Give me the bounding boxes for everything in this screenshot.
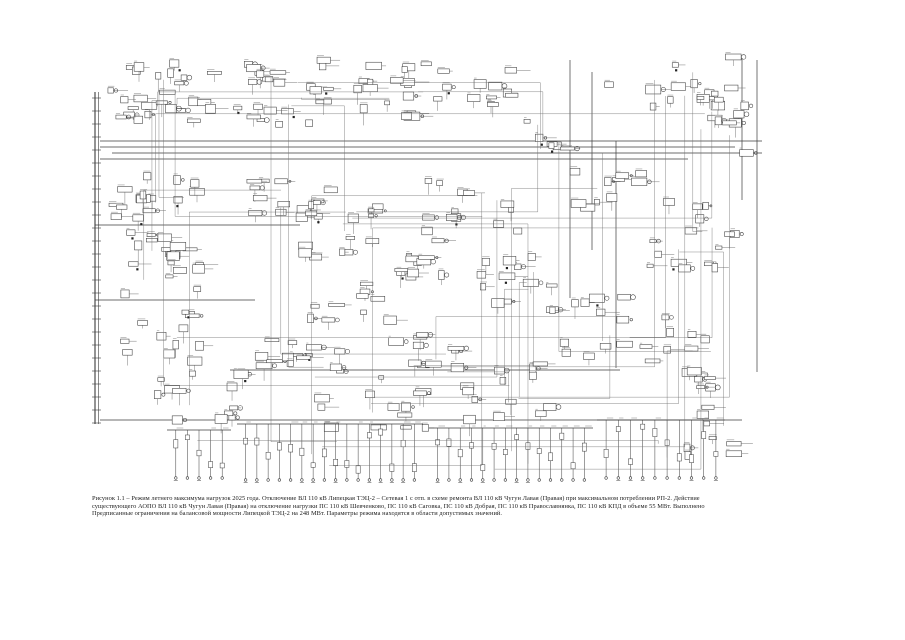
caption-line-1: Рисунок 1.1 – Режим летнего максимума на… (92, 495, 700, 502)
caption-line-3: Предписанные ограничения на балансовой м… (92, 510, 503, 518)
figure-caption: Рисунок 1.1 – Режим летнего максимума на… (92, 495, 770, 518)
caption-line-2: существующего АОПО ВЛ 110 кВ Чугун Лавая… (92, 502, 705, 510)
